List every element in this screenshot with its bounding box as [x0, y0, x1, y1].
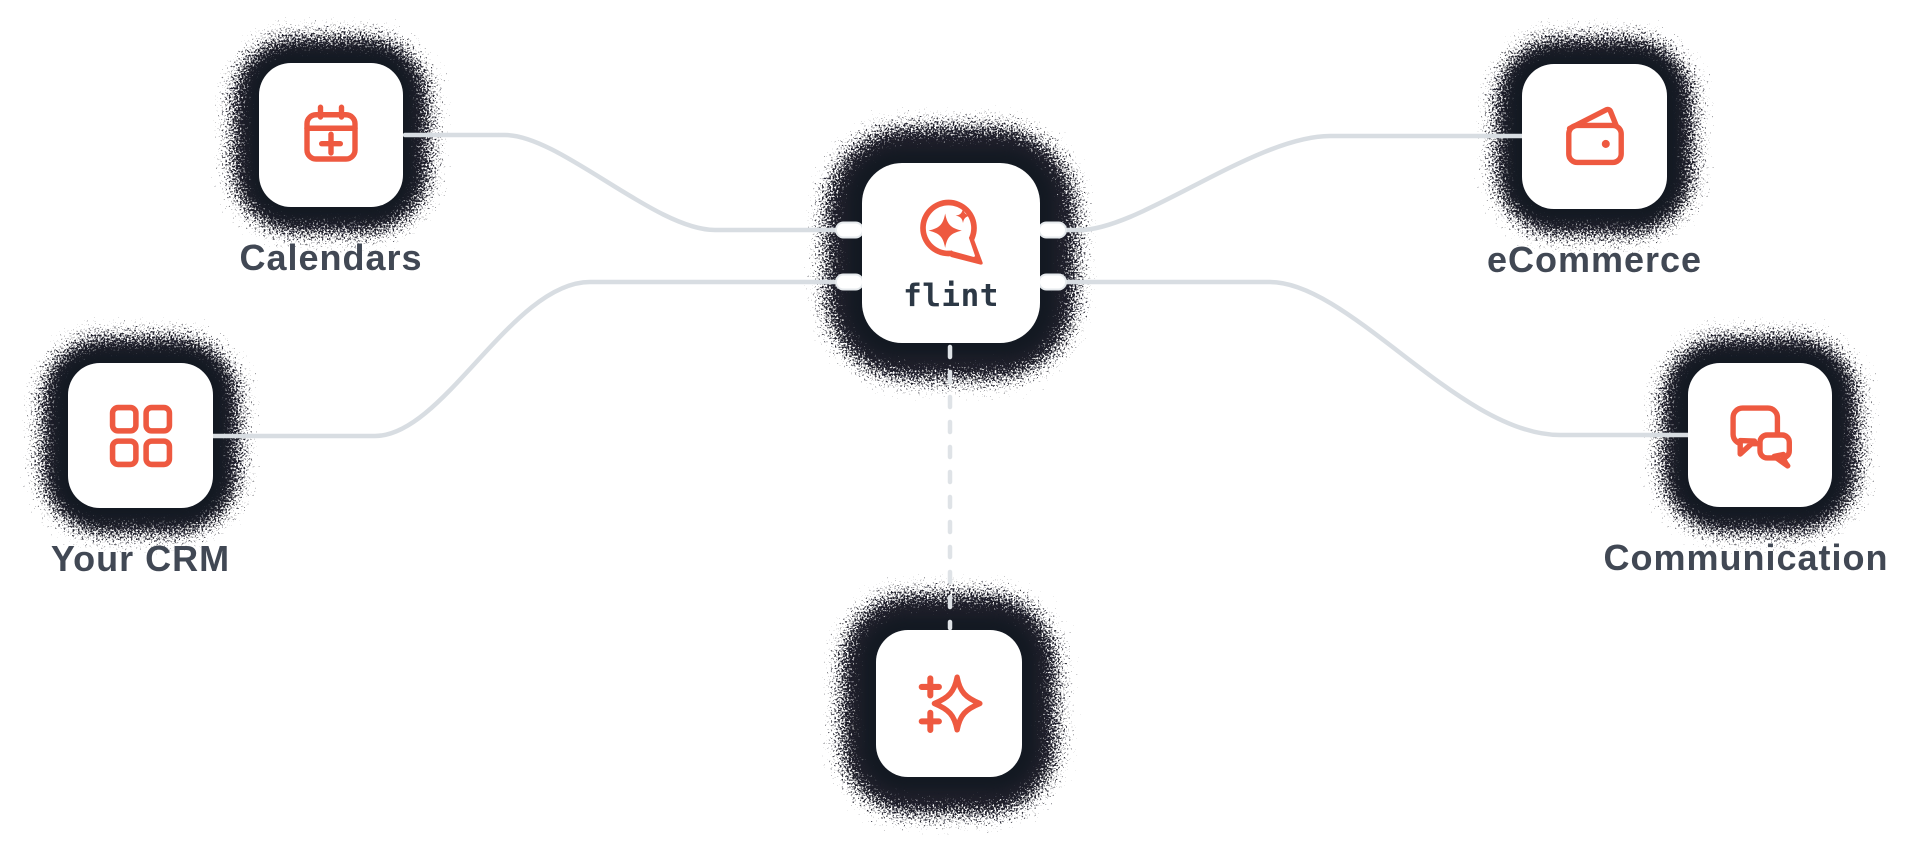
- ecommerce-card: [1522, 64, 1667, 209]
- node-your-crm: Your CRM: [51, 363, 229, 579]
- node-label: Your CRM: [50, 538, 231, 579]
- sparkles-card: [876, 630, 1022, 777]
- node-calendars: Calendars: [239, 63, 422, 278]
- node-ai-sparkles: [876, 630, 1022, 777]
- connection-flint-communication: [1059, 279, 1693, 438]
- connection-crm-flint: [210, 279, 843, 439]
- sparkles-icon: [918, 674, 983, 733]
- your-crm-card: [68, 363, 213, 508]
- node-label: Calendars: [239, 237, 423, 278]
- flint-wordmark: flint: [903, 277, 999, 314]
- node-flint-center: flint: [862, 163, 1040, 343]
- calendar-plus-icon: [304, 104, 358, 162]
- flint-card: flint: [862, 163, 1040, 343]
- calendars-card: [259, 63, 403, 207]
- connection-calendars-flint: [402, 132, 843, 233]
- node-ecommerce: eCommerce: [1487, 64, 1701, 280]
- wallet-icon: [1565, 106, 1624, 165]
- node-label: Communication: [1603, 537, 1889, 578]
- node-label: eCommerce: [1486, 239, 1703, 280]
- communication-card: [1688, 363, 1832, 507]
- app-grid-icon: [109, 404, 172, 467]
- chat-bubbles-icon: [1730, 405, 1792, 469]
- node-communication: Communication: [1603, 363, 1888, 578]
- connection-flint-ecommerce: [1059, 133, 1527, 233]
- flint-logo-icon: [920, 199, 983, 265]
